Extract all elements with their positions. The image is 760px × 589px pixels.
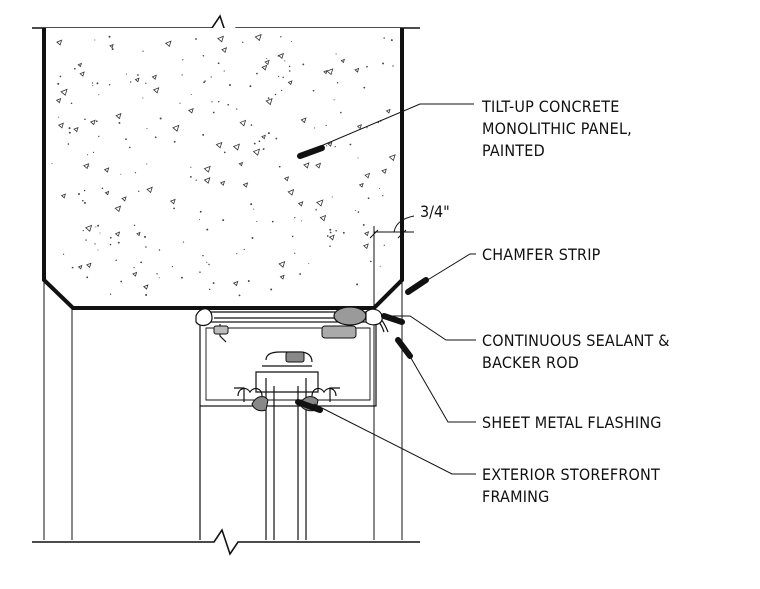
bottom-break-line [32,528,420,556]
concrete-panel [42,28,404,310]
callout-panel-line2: MONOLITHIC PANEL, [482,119,632,138]
callout-sealant-line2: BACKER ROD [482,353,580,372]
callout-panel: TILT-UP CONCRETE MONOLITHIC PANEL, PAINT… [482,96,632,162]
storefront-frame-head [195,310,389,540]
callout-framing: EXTERIOR STOREFRONT FRAMING [482,464,660,508]
callout-framing-line2: FRAMING [482,487,550,506]
callout-framing-line1: EXTERIOR STOREFRONT [482,465,661,484]
callout-panel-line1: TILT-UP CONCRETE [482,97,620,116]
callout-sealant: CONTINUOUS SEALANT & BACKER ROD [482,330,670,374]
wall-lines-left [43,280,73,540]
concrete-hatch [51,33,396,297]
dimension-label: 3/4" [420,202,450,221]
callout-panel-line3: PAINTED [482,141,545,160]
dimension-3-4 [369,215,415,244]
sealant-backer-rod [195,306,383,327]
callout-chamfer: CHAMFER STRIP [482,245,601,264]
leader-ticks [295,145,429,413]
callout-flashing: SHEET METAL FLASHING [482,413,662,432]
callout-sealant-line1: CONTINUOUS SEALANT & [482,331,670,350]
gaskets [213,325,357,412]
